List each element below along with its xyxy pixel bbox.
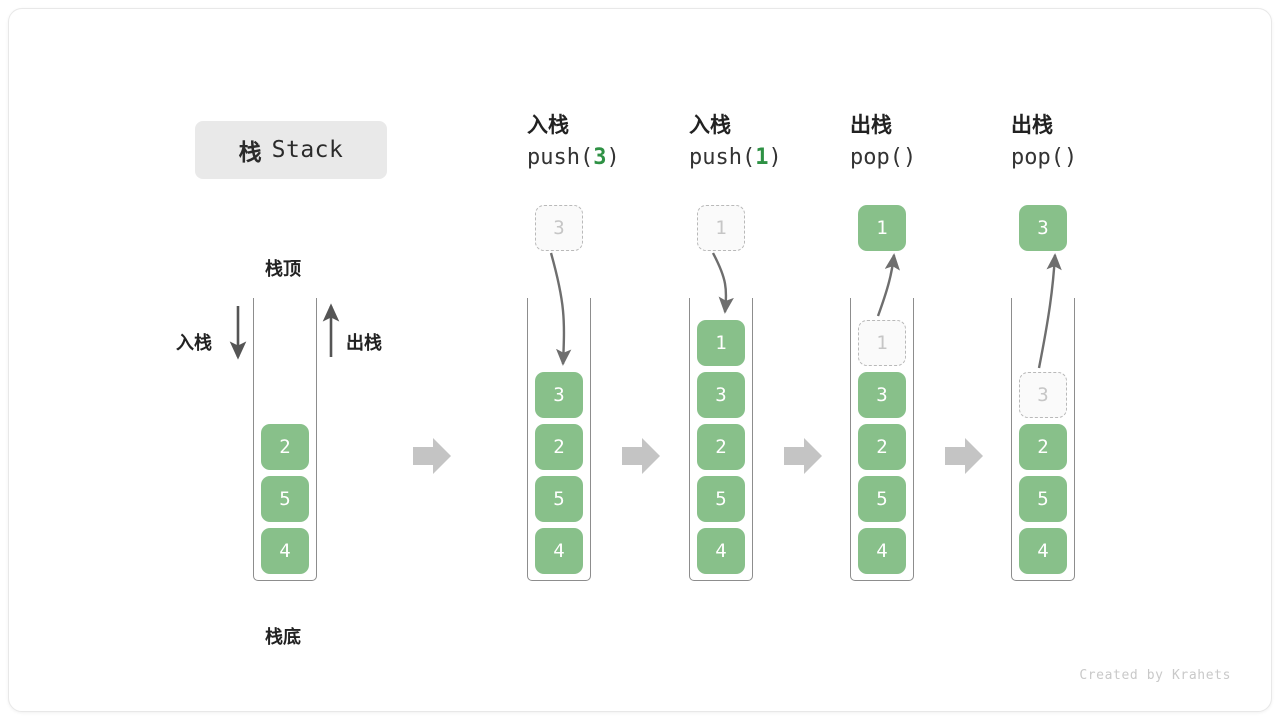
code-suffix: ) <box>606 145 620 170</box>
cell-value: 4 <box>876 540 888 562</box>
cell-value: 5 <box>876 488 888 510</box>
stage-pop-1-caption: 出栈 pop() <box>850 113 916 173</box>
step-arrow-2 <box>622 438 660 474</box>
floating-cell-stage-push-3: 3 <box>535 205 583 251</box>
stage-push-3-caption: 入栈 push(3) <box>527 113 620 173</box>
cell-value: 5 <box>1037 488 1049 510</box>
stack-cell-stage-pop-3-3: 3 <box>1019 372 1067 418</box>
code-prefix: push( <box>527 145 594 170</box>
stage-push-1-caption-code: push(1) <box>689 143 782 173</box>
stage-pop-3-caption-cn: 出栈 <box>1011 114 1053 137</box>
step-arrow-1 <box>413 438 451 474</box>
label-stack-bottom: 栈底 <box>265 627 301 647</box>
stack-channel-stage-pop-3 <box>1011 298 1075 581</box>
code-suffix: ) <box>768 145 782 170</box>
cell-value: 2 <box>715 436 727 458</box>
cell-value: 5 <box>279 488 291 510</box>
code-argument: 3 <box>593 145 607 170</box>
stack-cell-stage-push-1-3: 3 <box>697 372 745 418</box>
stack-cell-stage-push-3-3: 3 <box>535 372 583 418</box>
stage-pop-3-caption-code: pop() <box>1011 143 1077 173</box>
stage-pop-3-caption: 出栈 pop() <box>1011 113 1077 173</box>
code-suffix: ) <box>1063 145 1078 170</box>
floating-cell-stage-pop-3: 3 <box>1019 205 1067 251</box>
stack-cell-stage-push-1-1: 1 <box>697 320 745 366</box>
cell-value: 3 <box>553 384 565 406</box>
cell-value: 3 <box>1037 384 1049 406</box>
stack-cell-stage-pop-1-3: 3 <box>858 372 906 418</box>
stack-cell-stage-pop-3-5: 5 <box>1019 476 1067 522</box>
label-push-side: 入栈 <box>176 333 212 353</box>
code-prefix: pop( <box>850 145 903 170</box>
code-argument: 1 <box>755 145 769 170</box>
stack-cell-stage-pop-1-5: 5 <box>858 476 906 522</box>
stack-cell-stage-push-1-5: 5 <box>697 476 745 522</box>
stack-cell-stage-push-3-4: 4 <box>535 528 583 574</box>
cell-value: 2 <box>1037 436 1049 458</box>
stack-cell-stage-push-3-5: 5 <box>535 476 583 522</box>
title-badge: 栈 Stack <box>195 121 387 179</box>
stack-cell-initial-2: 2 <box>261 424 309 470</box>
stack-cell-initial-5: 5 <box>261 476 309 522</box>
stack-channel-stage-push-3 <box>527 298 591 581</box>
cell-value: 5 <box>553 488 565 510</box>
cell-value: 1 <box>715 332 727 354</box>
cell-value: 5 <box>715 488 727 510</box>
cell-value: 4 <box>279 540 291 562</box>
cell-value: 4 <box>1037 540 1049 562</box>
floating-cell-stage-pop-1: 1 <box>858 205 906 251</box>
stack-cell-stage-pop-1-4: 4 <box>858 528 906 574</box>
label-pop-side: 出栈 <box>346 333 382 353</box>
cell-value: 3 <box>715 384 727 406</box>
title-cn: 栈 <box>238 139 263 165</box>
stage-push-1-caption: 入栈 push(1) <box>689 113 782 173</box>
stack-cell-stage-push-3-2: 2 <box>535 424 583 470</box>
stack-channel-initial <box>253 298 317 581</box>
arrow-overlay <box>229 252 1062 474</box>
code-prefix: push( <box>689 145 756 170</box>
stack-cell-stage-push-1-2: 2 <box>697 424 745 470</box>
step-arrow-3 <box>784 438 822 474</box>
stage-push-3-caption-code: push(3) <box>527 143 620 173</box>
stage-push-1-caption-cn: 入栈 <box>689 114 731 137</box>
stack-cell-initial-4: 4 <box>261 528 309 574</box>
cell-value: 3 <box>876 384 888 406</box>
stage-pop-1-caption-cn: 出栈 <box>850 114 892 137</box>
cell-value: 2 <box>279 436 291 458</box>
cell-value: 3 <box>553 217 565 239</box>
cell-value: 2 <box>876 436 888 458</box>
stage-push-3-caption-cn: 入栈 <box>527 114 569 137</box>
stack-channel-stage-push-1 <box>689 298 753 581</box>
stack-cell-stage-pop-1-2: 2 <box>858 424 906 470</box>
code-prefix: pop( <box>1011 145 1064 170</box>
cell-value: 1 <box>876 217 888 239</box>
stack-cell-stage-pop-3-2: 2 <box>1019 424 1067 470</box>
stack-channel-stage-pop-1 <box>850 298 914 581</box>
cell-value: 4 <box>553 540 565 562</box>
step-arrow-4 <box>945 438 983 474</box>
stack-cell-stage-pop-3-4: 4 <box>1019 528 1067 574</box>
title-en: Stack <box>271 137 344 163</box>
code-suffix: ) <box>902 145 917 170</box>
stack-cell-stage-pop-1-1: 1 <box>858 320 906 366</box>
cell-value: 4 <box>715 540 727 562</box>
footer-credit: Created by Krahets <box>1079 668 1231 683</box>
label-stack-top: 栈顶 <box>265 259 301 279</box>
floating-cell-stage-push-1: 1 <box>697 205 745 251</box>
cell-value: 3 <box>1037 217 1049 239</box>
stage-pop-1-caption-code: pop() <box>850 143 916 173</box>
stack-cell-stage-push-1-4: 4 <box>697 528 745 574</box>
cell-value: 2 <box>553 436 565 458</box>
cell-value: 1 <box>715 217 727 239</box>
cell-value: 1 <box>876 332 888 354</box>
